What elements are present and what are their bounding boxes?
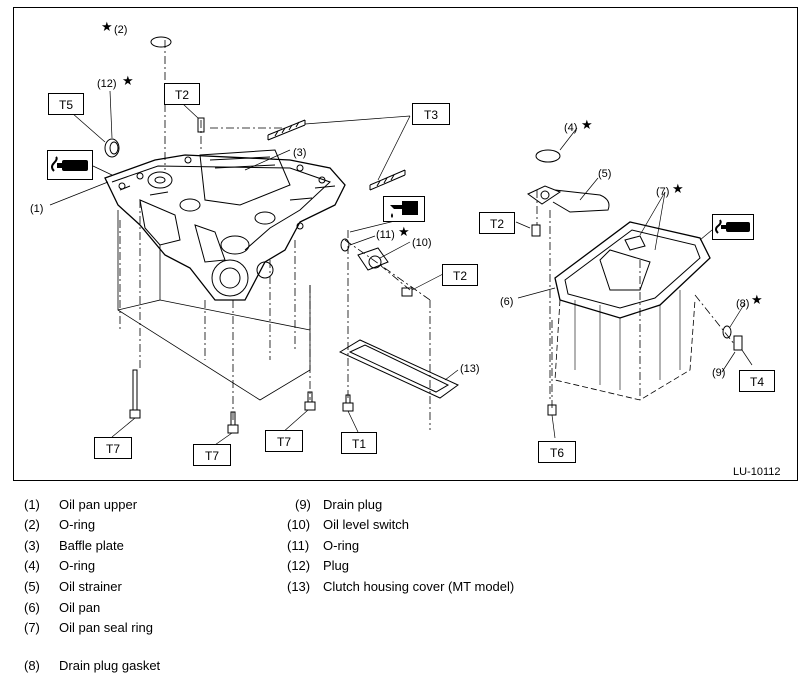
legend-item: (4) O-ring [24,558,264,574]
o-ring-4 [535,149,561,163]
baffle-plate [199,149,291,206]
legend-text: Oil pan upper [59,497,138,512]
callout-10: (10) [412,237,432,249]
legend-text: Drain plug [323,497,383,512]
liquid-gasket-icon [47,150,93,180]
torque-label-t3: T3 [412,103,450,125]
callout-11: (11) [376,229,395,241]
oil-pan-upper-lower-outline [117,210,311,401]
legend-number: (8) [24,658,40,673]
legend-text: Clutch housing cover (MT model) [323,579,515,594]
torque-label-t7: T7 [94,437,132,459]
clutch-housing-cover [338,339,459,399]
legend-number: (3) [24,538,40,553]
oil-level-switch [340,238,389,271]
legend-item: (3) Baffle plate [24,538,264,554]
callout-8: (8) [736,298,750,310]
bolt-lines [119,40,736,430]
torque-label-t7: T7 [193,444,231,466]
legend-item: (8) Drain plug gasket [24,658,264,674]
legend-item: (7) Oil pan seal ring [24,620,264,636]
legend-item: (12) Plug [287,558,587,574]
torque-label-t5: T5 [48,93,84,115]
torque-label-t7: T7 [265,430,303,452]
engine-oil-icon [383,196,425,222]
legend-text: Baffle plate [59,538,124,553]
figure-code: LU-10112 [733,466,781,478]
legend-number: (10) [287,517,311,532]
callout-5: (5) [598,168,612,180]
star-mark: ★ [751,292,763,307]
legend-number: (1) [24,497,40,512]
leader-lines [49,90,753,448]
legend-number: (13) [287,579,311,594]
callout-12: (12) [97,78,117,90]
star-mark: ★ [581,117,593,132]
legend-text: O-ring [59,517,96,532]
callout-6: (6) [500,296,514,308]
torque-label-t2: T2 [164,83,200,105]
oil-pan-upper [104,154,346,301]
legend-item: (13) Clutch housing cover (MT model) [287,579,587,595]
callout-2: (2) [114,24,128,36]
legend-item: (2) O-ring [24,517,264,533]
oil-strainer [527,185,610,213]
engine-oil-icon-glyph [390,201,418,218]
legend-item: (1) Oil pan upper [24,497,264,513]
liquid-gasket-icon-glyph [715,219,750,234]
legend-item: (10) Oil level switch [287,517,587,533]
torque-label-t2: T2 [479,212,515,234]
legend-text: Drain plug gasket [59,658,161,673]
callout-9: (9) [712,367,726,379]
plug-12 [104,138,120,158]
liquid-gasket-icon-glyph [51,156,88,172]
callout-7: (7) [656,186,670,198]
studs [267,119,406,191]
star-mark: ★ [122,73,134,88]
legend-number: (6) [24,600,40,615]
torque-label-t1: T1 [341,432,377,454]
callout-1: (1) [30,203,44,215]
torque-label-t4: T4 [739,370,775,392]
drain-plug [733,335,743,351]
legend-number: (11) [287,538,310,553]
legend-text: Oil level switch [323,517,409,532]
oil-pan [554,221,711,401]
legend-number: (12) [287,558,311,573]
bolts [129,117,557,434]
star-mark: ★ [672,181,684,196]
legend-number: (2) [24,517,40,532]
legend-item: (6) Oil pan [24,600,264,616]
legend-text: Oil pan [59,600,101,615]
legend-text: O-ring [59,558,96,573]
legend-text: Oil pan seal ring [59,620,153,635]
callout-3: (3) [293,147,307,159]
diagram-frame [13,7,798,481]
legend-item: (9) Drain plug [287,497,587,513]
legend-number: (4) [24,558,40,573]
legend-item: (11) O-ring [287,538,587,554]
legend-text: Oil strainer [59,579,122,594]
drain-plug-gasket [722,325,732,339]
callout-13: (13) [460,363,480,375]
star-mark: ★ [398,224,410,239]
callout-4: (4) [564,122,578,134]
torque-label-t2: T2 [442,264,478,286]
legend-text: Plug [323,558,350,573]
o-ring-2 [150,36,172,48]
legend-number: (5) [24,579,40,594]
legend-number: (9) [295,497,311,512]
legend-item: (5) Oil strainer [24,579,264,595]
torque-label-t6: T6 [538,441,576,463]
legend-number: (7) [24,620,40,635]
legend-text: O-ring [323,538,360,553]
liquid-gasket-icon [712,214,754,240]
star-mark: ★ [101,19,113,34]
